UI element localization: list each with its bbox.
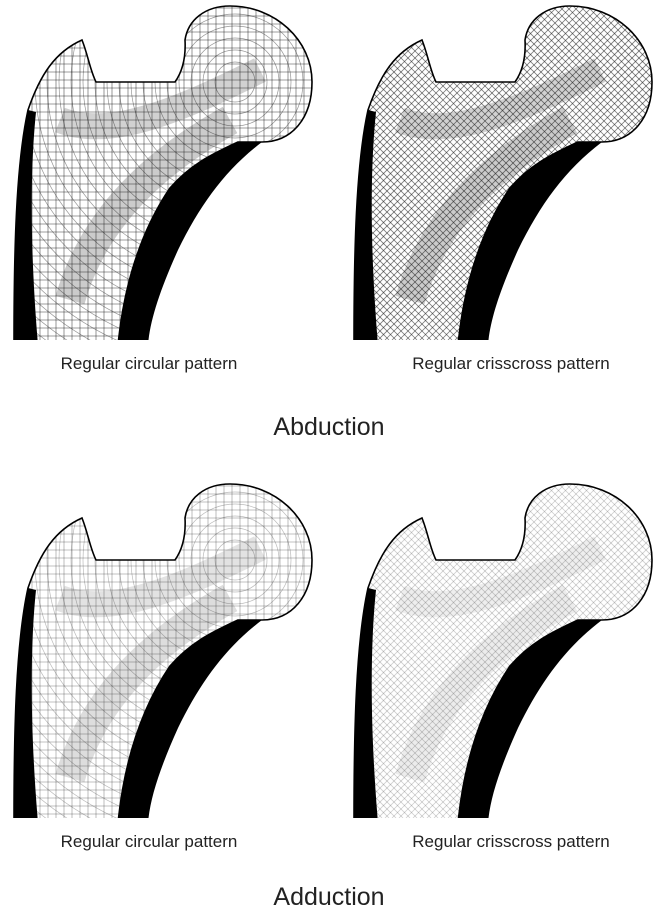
- femur-adduction-crisscross-image: [340, 478, 658, 818]
- femur-adduction-crisscross: [340, 478, 658, 818]
- section-title-abduction: Abduction: [0, 413, 658, 442]
- section-title-adduction: Adduction: [0, 883, 658, 912]
- caption-adduction-crisscross: Regular crisscross pattern: [386, 832, 636, 852]
- femur-adduction-circular: [0, 478, 320, 818]
- femur-abduction-circular-image: [0, 0, 320, 340]
- caption-abduction-crisscross: Regular crisscross pattern: [386, 354, 636, 374]
- cortical-wall: [14, 110, 262, 340]
- femur-abduction-crisscross-image: [340, 0, 658, 340]
- cortical-wall: [14, 588, 262, 818]
- caption-abduction-circular: Regular circular pattern: [24, 354, 274, 374]
- femur-adduction-circular-image: [0, 478, 320, 818]
- caption-adduction-circular: Regular circular pattern: [24, 832, 274, 852]
- femur-abduction-crisscross: [340, 0, 658, 340]
- femur-abduction-circular: [0, 0, 320, 340]
